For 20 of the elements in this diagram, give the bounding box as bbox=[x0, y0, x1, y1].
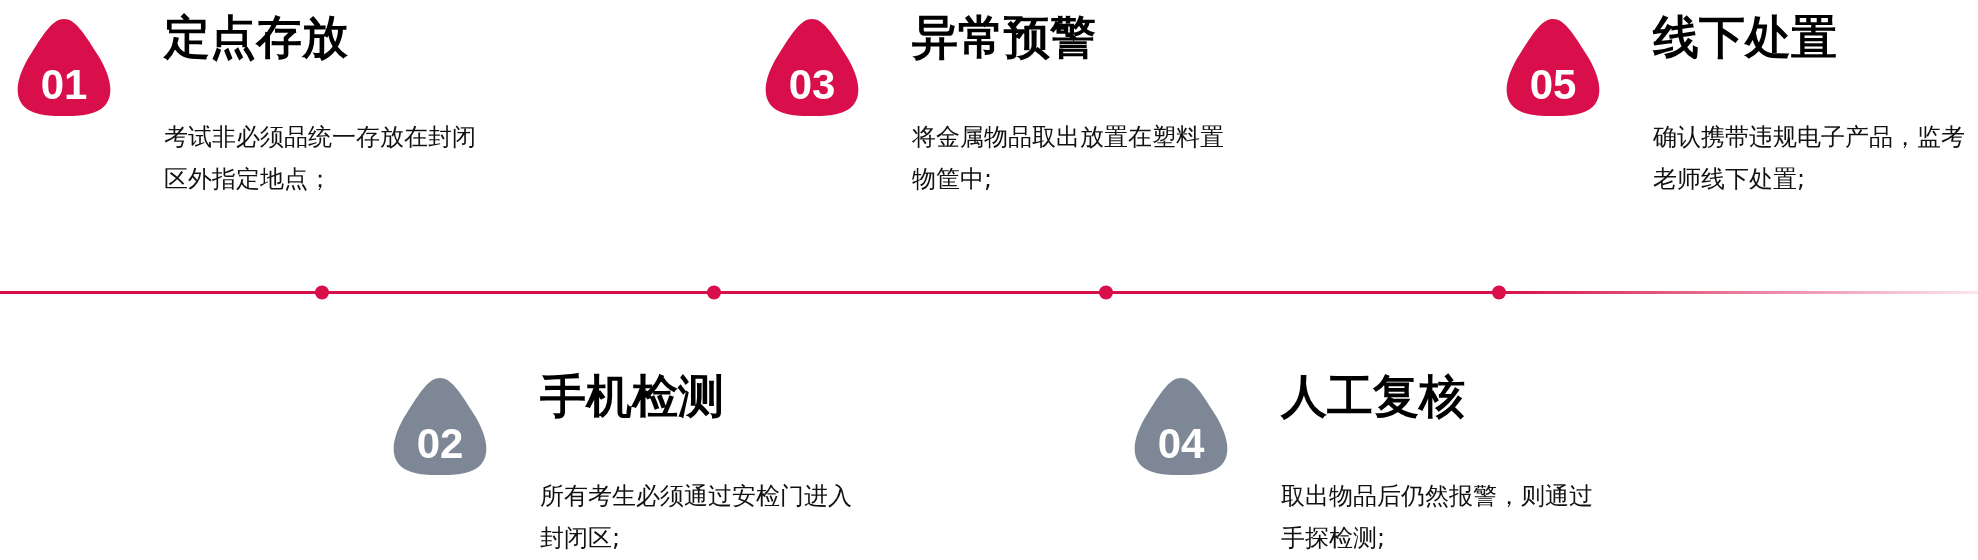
teardrop-badge bbox=[1504, 18, 1602, 117]
step-title: 定点存放 bbox=[164, 10, 348, 64]
step-number: 01 bbox=[39, 64, 89, 106]
step-description: 考试非必须品统一存放在封闭区外指定地点； bbox=[164, 122, 477, 195]
teardrop-badge bbox=[1132, 377, 1230, 476]
step-description: 取出物品后仍然报警，则通过手探检测; bbox=[1281, 481, 1594, 554]
teardrop-badge bbox=[15, 18, 113, 117]
step-title: 异常预警 bbox=[912, 10, 1096, 64]
step-number: 04 bbox=[1156, 423, 1206, 465]
step-number: 03 bbox=[787, 64, 837, 106]
step-title: 人工复核 bbox=[1281, 369, 1465, 423]
step-number: 05 bbox=[1528, 64, 1578, 106]
teardrop-badge bbox=[391, 377, 489, 476]
step-description: 确认携带违规电子产品，监考老师线下处置; bbox=[1653, 122, 1966, 195]
step-description: 将金属物品取出放置在塑料置物筐中; bbox=[912, 122, 1225, 195]
step-title: 线下处置 bbox=[1653, 10, 1837, 64]
step-description: 所有考生必须通过安检门进入封闭区; bbox=[540, 481, 853, 554]
step-title: 手机检测 bbox=[540, 369, 724, 423]
step-number: 02 bbox=[415, 423, 465, 465]
teardrop-badge bbox=[763, 18, 861, 117]
